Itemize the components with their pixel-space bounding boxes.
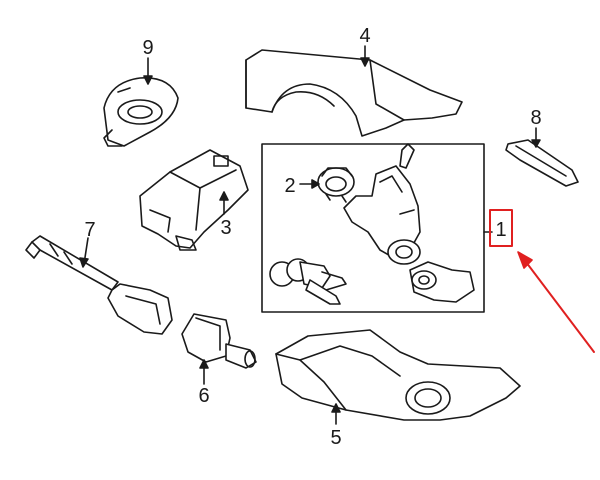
part-number-5: 5	[330, 427, 341, 449]
lock-cylinder-part[interactable]	[409, 261, 475, 303]
part-number-8: 8	[530, 107, 541, 129]
part-number-1: 1	[495, 219, 506, 241]
pointer-arrowhead	[517, 251, 533, 269]
part-number-2: 2	[284, 175, 295, 197]
ignition-switch-part[interactable]	[317, 167, 355, 203]
lower-shroud-part[interactable]	[275, 329, 521, 421]
trim-cover-part[interactable]	[505, 139, 579, 187]
column-bracket-part[interactable]	[139, 149, 249, 251]
pointer-arrow	[525, 261, 595, 353]
keys-part[interactable]	[269, 258, 347, 305]
lock-housing-part[interactable]	[343, 143, 421, 265]
highlight-box	[489, 209, 513, 247]
clock-spring-part[interactable]	[103, 77, 179, 147]
part-number-3: 3	[220, 217, 231, 239]
part-number-7: 7	[84, 219, 95, 241]
part-number-4: 4	[359, 25, 370, 47]
switch-module-part[interactable]	[181, 313, 257, 369]
wiper-stalk-part[interactable]	[25, 235, 173, 335]
part-number-6: 6	[198, 385, 209, 407]
part-number-9: 9	[142, 37, 153, 59]
upper-shroud-part[interactable]	[245, 49, 463, 137]
